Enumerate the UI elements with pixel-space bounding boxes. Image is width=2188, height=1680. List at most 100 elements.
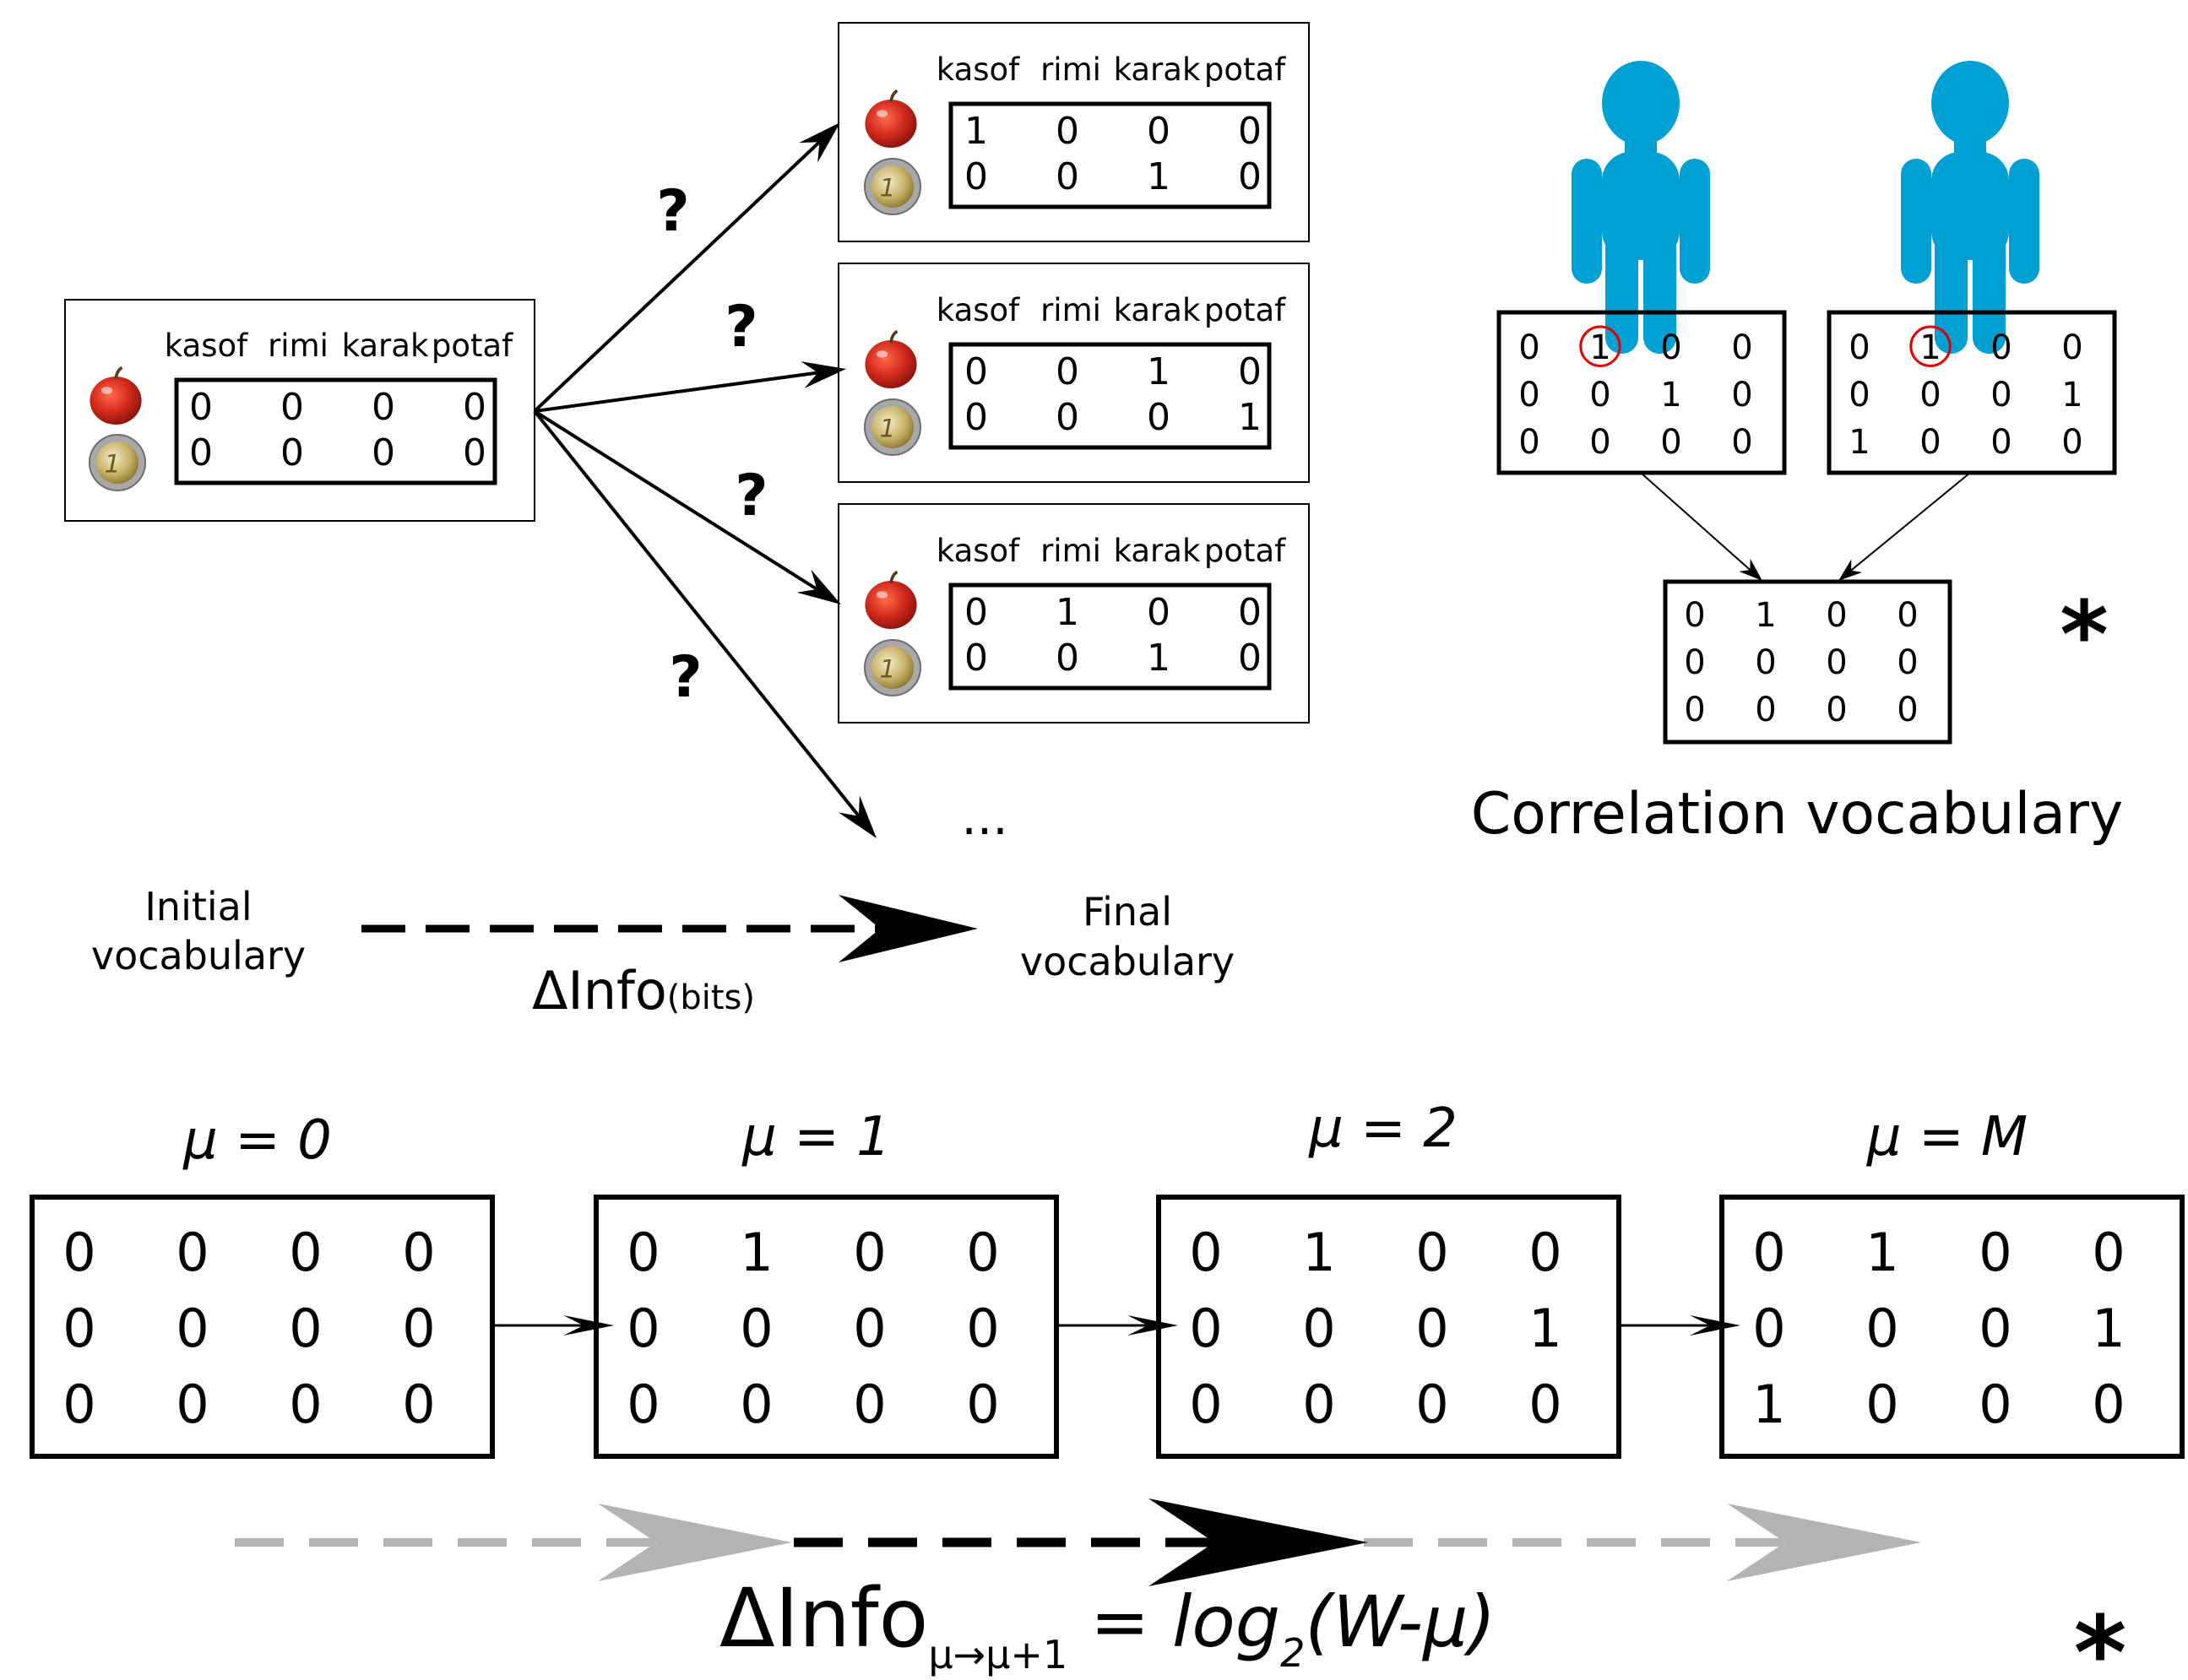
word-label-karak: karak [1114, 533, 1201, 569]
word-label-rimi: rimi [1040, 533, 1101, 569]
matrix-cell: 0 [289, 1374, 322, 1435]
matrix-cell: 0 [1056, 155, 1079, 198]
matrix-cell: 0 [1238, 110, 1262, 153]
matrix-cell: 0 [627, 1298, 660, 1359]
word-label-karak: karak [1114, 292, 1201, 328]
matrix-cell: 0 [1919, 423, 1941, 462]
matrix-cell: 0 [1518, 328, 1539, 367]
matrix-cell: 0 [1979, 1298, 2012, 1359]
word-label-potaf: potaf [1204, 292, 1286, 328]
transition-arrow-1 [533, 122, 840, 413]
matrix-cell: 0 [1752, 1298, 1785, 1359]
apple-icon [865, 329, 917, 388]
word-label-kasof: kasof [165, 328, 248, 364]
transition-arrow-3-shaft [533, 409, 818, 591]
person-icon-left-arm [1572, 159, 1602, 284]
word-label-rimi: rimi [268, 328, 328, 364]
apple-icon [865, 89, 917, 148]
info-arrow-current-head [1148, 1498, 1368, 1586]
asterisk-marker: * [2060, 581, 2109, 689]
matrix-cell: 0 [1415, 1298, 1448, 1359]
matrix-cell: 0 [853, 1374, 886, 1435]
matrix-cell: 0 [1826, 691, 1847, 729]
matrix-cell: 0 [740, 1298, 773, 1359]
matrix-cell: 0 [1589, 423, 1610, 462]
euro-coin-icon: 1 [864, 639, 921, 696]
word-label-kasof: kasof [937, 533, 1020, 569]
info-formula: ΔInfoμ→μ+1 = log2(W-μ) [719, 1571, 1496, 1677]
question-mark-1: ? [656, 178, 689, 245]
matrix-cell: 0 [62, 1374, 95, 1435]
merge-arrow-2 [1838, 472, 1971, 581]
matrix-cell: 0 [1302, 1298, 1335, 1359]
matrix-cell: 0 [966, 1374, 999, 1435]
matrix-cell: 0 [372, 431, 395, 474]
matrix-cell: 0 [1189, 1222, 1222, 1283]
stage-label-1: μ = 1 [741, 1106, 891, 1168]
matrix-cell: 0 [280, 431, 304, 474]
stage-label-0: μ = 0 [182, 1109, 332, 1172]
matrix-cell: 1 [1528, 1298, 1561, 1359]
matrix-cell: 1 [1056, 591, 1079, 634]
circled-entry-marker [1909, 325, 1952, 367]
correlation-matrix-frame [1663, 579, 1952, 745]
apple-icon-shine [876, 110, 888, 117]
matrix-cell: 0 [2092, 1222, 2125, 1283]
matrix-cell: 0 [1056, 110, 1079, 153]
stage-arrow-1 [492, 1315, 614, 1336]
matrix-cell: 0 [1660, 328, 1681, 367]
matrix-cell: 1 [1147, 637, 1170, 680]
matrix-cell: 1 [2092, 1298, 2125, 1359]
matrix-cell: 0 [372, 386, 395, 429]
matrix-cell: 0 [1238, 637, 1262, 680]
stage-arrow-3-head [1690, 1315, 1740, 1336]
matrix-cell: 0 [964, 637, 988, 680]
matrix-cell: 0 [1849, 328, 1870, 367]
matrix-cell: 0 [1660, 423, 1681, 462]
euro-coin-icon-numeral: 1 [105, 450, 121, 480]
matrix-cell: 0 [1897, 643, 1918, 682]
matrix-cell: 0 [1056, 396, 1079, 439]
merge-arrow-2-shaft [1850, 472, 1971, 572]
apple-icon-body [865, 340, 917, 388]
matrix-cell: 0 [964, 350, 988, 393]
matrix-cell: 0 [1238, 591, 1262, 634]
matrix-cell: 1 [1755, 596, 1776, 635]
matrix-cell: 0 [402, 1222, 435, 1283]
euro-coin-icon-numeral: 1 [880, 174, 896, 203]
initial-vocabulary-label: Initial [144, 884, 252, 929]
info-arrow-next-head [1727, 1504, 1921, 1581]
matrix-cell: 1 [740, 1222, 773, 1283]
formula-log-base: 2 [1280, 1630, 1305, 1676]
stage-arrow-3 [1619, 1315, 1740, 1336]
euro-coin-icon-center [871, 646, 915, 690]
matrix-cell: 0 [1189, 1298, 1222, 1359]
transition-arrow-2 [534, 361, 846, 413]
matrix-cell: 1 [2061, 376, 2082, 415]
matrix-cell: 0 [1755, 643, 1776, 682]
word-label-karak: karak [1114, 51, 1201, 88]
euro-coin-icon-numeral: 1 [880, 655, 896, 685]
person-icon [1901, 61, 2039, 354]
ellipsis: ... [961, 789, 1007, 846]
formula-equals: = [1067, 1580, 1172, 1663]
word-label-potaf: potaf [1204, 51, 1286, 88]
matrix-cell: 0 [1865, 1374, 1898, 1435]
matrix-cell: 1 [964, 110, 988, 153]
matrix-cell: 0 [1979, 1374, 2012, 1435]
person-icon-right-arm [2009, 159, 2039, 284]
apple-icon-body [865, 581, 917, 629]
person-icon-head [1931, 61, 2009, 145]
final-vocabulary-label: Final [1083, 889, 1172, 935]
correlation-vocabulary-label: Correlation vocabulary [1471, 781, 2124, 848]
word-label-kasof: kasof [937, 292, 1020, 328]
matrix-cell: 0 [1731, 328, 1752, 367]
transition-arrow-1-shaft [533, 140, 821, 413]
stage-label-2: μ = 2 [1308, 1097, 1458, 1160]
euro-coin-icon-center [871, 165, 915, 209]
